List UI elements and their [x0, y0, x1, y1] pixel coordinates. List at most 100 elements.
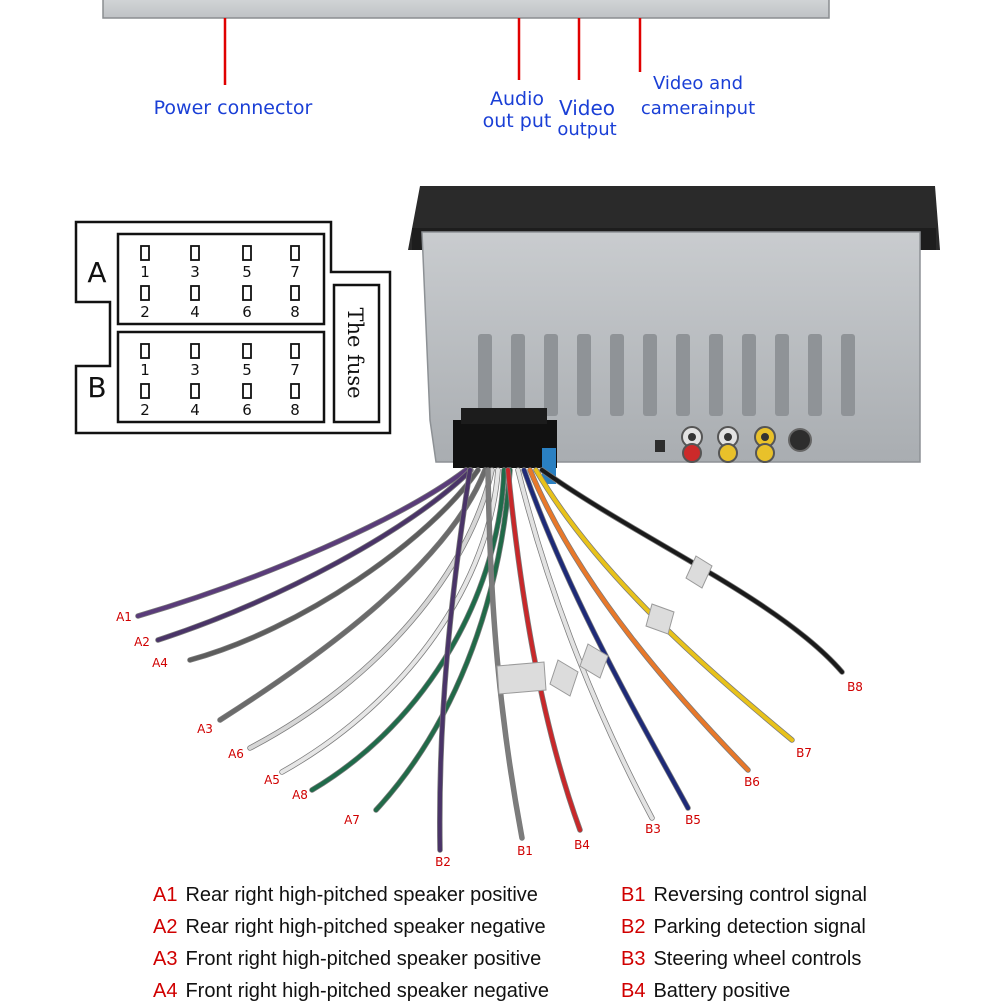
- pin-number-a-7: 7: [290, 263, 300, 281]
- video-camera-input-label-line2: camerainput: [640, 98, 756, 119]
- wire-label-b5: B5: [685, 813, 701, 827]
- rca-jacks: [681, 426, 776, 463]
- heatsink-fin: [841, 334, 855, 416]
- pin-a-5: [242, 245, 252, 261]
- wire-label-b6: B6: [744, 775, 760, 789]
- audio-output-label-line2: out put: [482, 110, 552, 132]
- heatsink-fins: [478, 334, 855, 416]
- wire-b6: [528, 468, 750, 772]
- wire-a4: [188, 468, 480, 662]
- audio-output-label-line1: Audio: [489, 88, 544, 110]
- wire-b2: [437, 468, 472, 852]
- usb-port: [788, 428, 812, 452]
- pin-a-8: [290, 285, 300, 301]
- wire-label-b1: B1: [517, 844, 533, 858]
- pin-b-5: [242, 343, 252, 359]
- power-connector-label: Power connector: [153, 97, 313, 119]
- legend-code-a1: A1: [153, 884, 178, 906]
- wire-label-a5: A5: [264, 773, 280, 787]
- heatsink-fin: [676, 334, 690, 416]
- heatsink-fin: [709, 334, 723, 416]
- pin-b-3: [190, 343, 200, 359]
- legend-text-a3: Front right high-pitched speaker positiv…: [185, 948, 542, 970]
- legend-code-a3: A3: [153, 948, 178, 970]
- pin-b-8: [290, 383, 300, 399]
- pin-number-b-5: 5: [242, 361, 252, 379]
- heatsink-fin: [511, 334, 525, 416]
- connector-pin-map: [74, 220, 392, 435]
- pin-number-a-4: 4: [190, 303, 200, 321]
- wire-label-b8: B8: [847, 680, 863, 694]
- legend-row-b2: B2 Parking detection signal: [621, 916, 866, 939]
- wire-b3: [516, 468, 654, 820]
- wire-label-a1: A1: [116, 610, 132, 624]
- wire-b4: [506, 468, 582, 832]
- pin-a-2: [140, 285, 150, 301]
- pin-a-1: [140, 245, 150, 261]
- small-switch: [655, 440, 665, 452]
- legend-text-b3: Steering wheel controls: [653, 948, 862, 970]
- wire-label-b2: B2: [435, 855, 451, 869]
- wire-a8: [310, 468, 506, 792]
- pin-number-a-1: 1: [140, 263, 150, 281]
- wire-label-a8: A8: [292, 788, 308, 802]
- pin-number-a-5: 5: [242, 263, 252, 281]
- group-a-frame: [116, 232, 326, 326]
- legend-text-a4: Front right high-pitched speaker negativ…: [185, 980, 550, 1002]
- wire-a1: [136, 468, 468, 618]
- pin-number-b-7: 7: [290, 361, 300, 379]
- legend-row-a1: A1 Rear right high-pitched speaker positi…: [153, 884, 538, 907]
- wiring-plug-latch: [461, 408, 547, 424]
- legend-code-a2: A2: [153, 916, 178, 938]
- wire-outline-b3: [515, 467, 655, 821]
- legend-code-b3: B3: [621, 948, 646, 970]
- legend-code-b2: B2: [621, 916, 646, 938]
- wire-a2: [156, 468, 473, 642]
- pin-number-b-6: 6: [242, 401, 252, 419]
- wire-b1: [486, 468, 524, 840]
- legend-text-a1: Rear right high-pitched speaker positive: [185, 884, 538, 906]
- wiring-plug-body: [453, 420, 557, 468]
- top-rear-panel: [102, 0, 830, 19]
- wire-tags: [496, 555, 713, 697]
- video-camera-input-label: Video and camerainput: [638, 71, 758, 121]
- pin-b-4: [190, 383, 200, 399]
- wire-outline-b5: [521, 467, 691, 811]
- legend-row-a2: A2 Rear right high-pitched speaker negati…: [153, 916, 546, 939]
- pin-number-a-6: 6: [242, 303, 252, 321]
- wire-outline-b7: [533, 467, 795, 743]
- wire-label-a2: A2: [134, 635, 150, 649]
- fuse-frame: [332, 283, 381, 424]
- heatsink-fin: [610, 334, 624, 416]
- legend-code-b4: B4: [621, 980, 646, 1002]
- wire-a7: [374, 468, 512, 812]
- video-output-label-line1: Video: [558, 96, 616, 120]
- legend-text-b2: Parking detection signal: [653, 916, 866, 938]
- pin-a-4: [190, 285, 200, 301]
- heatsink-fin: [742, 334, 756, 416]
- pin-number-b-3: 3: [190, 361, 200, 379]
- wire-label-a3: A3: [197, 722, 213, 736]
- heatsink-fin: [643, 334, 657, 416]
- heatsink-fin: [808, 334, 822, 416]
- pin-number-a-2: 2: [140, 303, 150, 321]
- pin-b-2: [140, 383, 150, 399]
- pin-a-3: [190, 245, 200, 261]
- legend-row-b3: B3 Steering wheel controls: [621, 948, 861, 971]
- wire-b5: [522, 468, 690, 810]
- pin-number-b-8: 8: [290, 401, 300, 419]
- pin-a-6: [242, 285, 252, 301]
- wire-a6: [248, 468, 494, 750]
- legend-text-a2: Rear right high-pitched speaker negative: [185, 916, 546, 938]
- wire-outline-a1: [135, 467, 469, 619]
- pin-a-7: [290, 245, 300, 261]
- pin-b-1: [140, 343, 150, 359]
- wire-b7: [534, 468, 794, 742]
- pin-number-b-2: 2: [140, 401, 150, 419]
- pin-number-a-3: 3: [190, 263, 200, 281]
- fuse-label: The fuse: [343, 307, 367, 398]
- heatsink-fin: [577, 334, 591, 416]
